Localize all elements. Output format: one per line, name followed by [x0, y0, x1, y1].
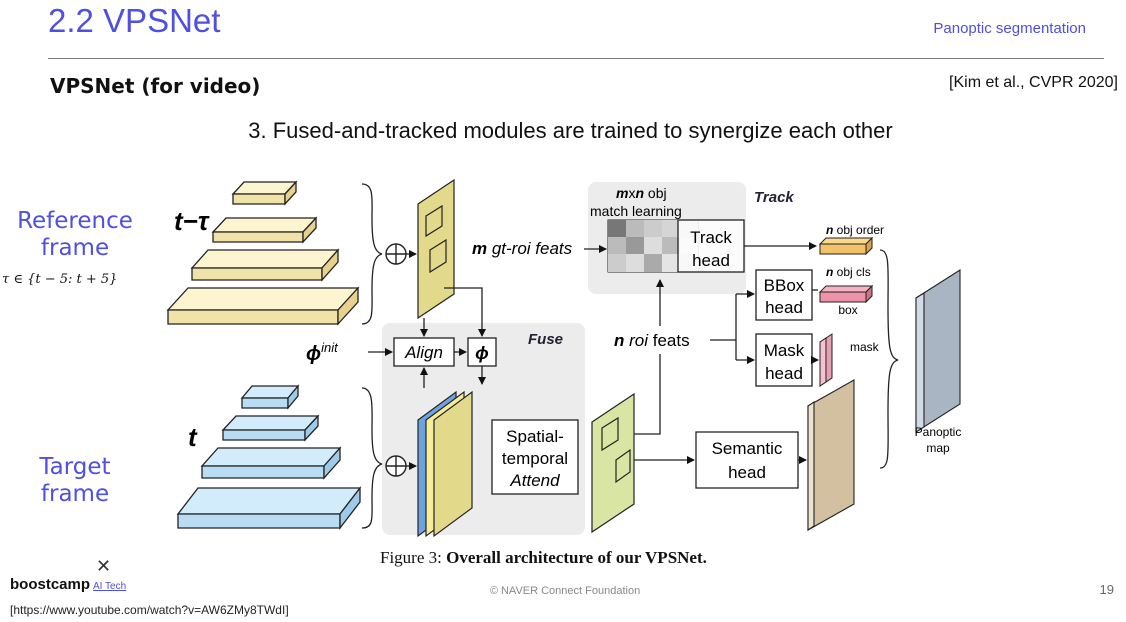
reference-brace	[361, 183, 383, 325]
phi-label: ϕ	[475, 343, 489, 363]
reference-pyramid	[166, 180, 360, 326]
topic-label: Panoptic segmentation	[933, 20, 1086, 37]
reference-feature-map	[417, 178, 455, 320]
phi-init-label: ϕinit	[306, 340, 339, 365]
target-frame-label: Target frame	[10, 454, 140, 508]
section-subtitle: VPSNet (for video)	[50, 74, 261, 98]
footer-copyright: © NAVER Connect Foundation	[489, 585, 641, 597]
semantic-head-line1: Semantic	[712, 439, 783, 458]
n-roi-feats-label: n roi feats	[614, 331, 690, 350]
source-url: [https://www.youtube.com/watch?v=AW6ZMy8…	[10, 603, 289, 617]
fuse-label: Fuse	[528, 331, 563, 348]
mask-head-box	[755, 333, 813, 387]
semantic-output	[807, 379, 855, 532]
architecture-diagram: t−τ t m gt-roi feats Track head mxn obj …	[166, 178, 962, 538]
figure-caption: Figure 3: Overall architecture of our VP…	[380, 548, 707, 568]
n-obj-cls-label: n obj cls	[826, 265, 871, 279]
mxn-obj-label: mxn obj	[616, 185, 667, 201]
brand-sub: AI Tech	[93, 581, 127, 592]
close-icon: ✕	[96, 556, 112, 577]
brand-main: boostcamp	[10, 576, 91, 593]
fused-feature-stack	[417, 390, 473, 538]
match-learning-label: match learning	[590, 203, 682, 219]
spatial-temporal-attend-box	[491, 419, 579, 495]
slide-caption: 3. Fused-and-tracked modules are trained…	[248, 118, 893, 143]
mask-head-line2: head	[765, 364, 803, 383]
target-brace	[361, 387, 383, 529]
panoptic-map	[915, 268, 961, 434]
n-obj-order-label: n obj order	[826, 223, 884, 237]
gt-roi-feats-label: m gt-roi feats	[472, 239, 573, 258]
figure-caption-prefix: Figure 3:	[380, 548, 447, 567]
panoptic-brace	[879, 249, 899, 469]
reference-frame-label: Reference frame	[10, 208, 140, 262]
semantic-head-line2: head	[728, 463, 766, 482]
oplus-reference-icon	[385, 243, 407, 265]
figure-caption-bold: Overall architecture of our VPSNet.	[446, 548, 707, 567]
track-head-line1: Track	[690, 228, 732, 247]
semantic-head-box	[695, 431, 799, 489]
oplus-target-icon	[385, 455, 407, 477]
obj-order-block	[818, 236, 874, 256]
reference-label-line1: Reference	[17, 208, 133, 234]
track-head-line2: head	[692, 251, 730, 270]
mask-head-line1: Mask	[764, 341, 805, 360]
mask-label: mask	[850, 340, 880, 354]
spatial-line2: temporal	[502, 449, 568, 468]
title-divider	[48, 58, 1104, 59]
spatial-line1: Spatial-	[506, 427, 564, 446]
target-label-line2: frame	[40, 481, 110, 507]
bbox-head-line2: head	[765, 298, 803, 317]
bbox-head-line1: BBox	[764, 276, 805, 295]
target-pyramid	[176, 384, 362, 530]
tau-range: τ ∈ {t − 5: t + 5}	[2, 272, 118, 287]
reference-label-line2: frame	[40, 235, 110, 261]
target-label-line1: Target	[39, 454, 111, 480]
slide-title: 2.2 VPSNet	[48, 2, 221, 39]
mask-output	[819, 333, 833, 387]
t-label: t	[188, 422, 198, 452]
panoptic-line2: map	[926, 441, 950, 455]
t-minus-tau-label: t−τ	[174, 206, 210, 236]
bbox-head-box	[755, 269, 813, 321]
track-label: Track	[754, 189, 794, 206]
roi-feature-map	[591, 392, 635, 534]
obj-cls-block	[818, 284, 874, 304]
box-label: box	[838, 303, 857, 317]
align-label: Align	[404, 343, 443, 362]
page-number: 19	[1099, 582, 1114, 597]
panoptic-line1: Panoptic	[915, 425, 962, 439]
spatial-line3: Attend	[509, 471, 560, 490]
citation: [Kim et al., CVPR 2020]	[949, 74, 1118, 91]
